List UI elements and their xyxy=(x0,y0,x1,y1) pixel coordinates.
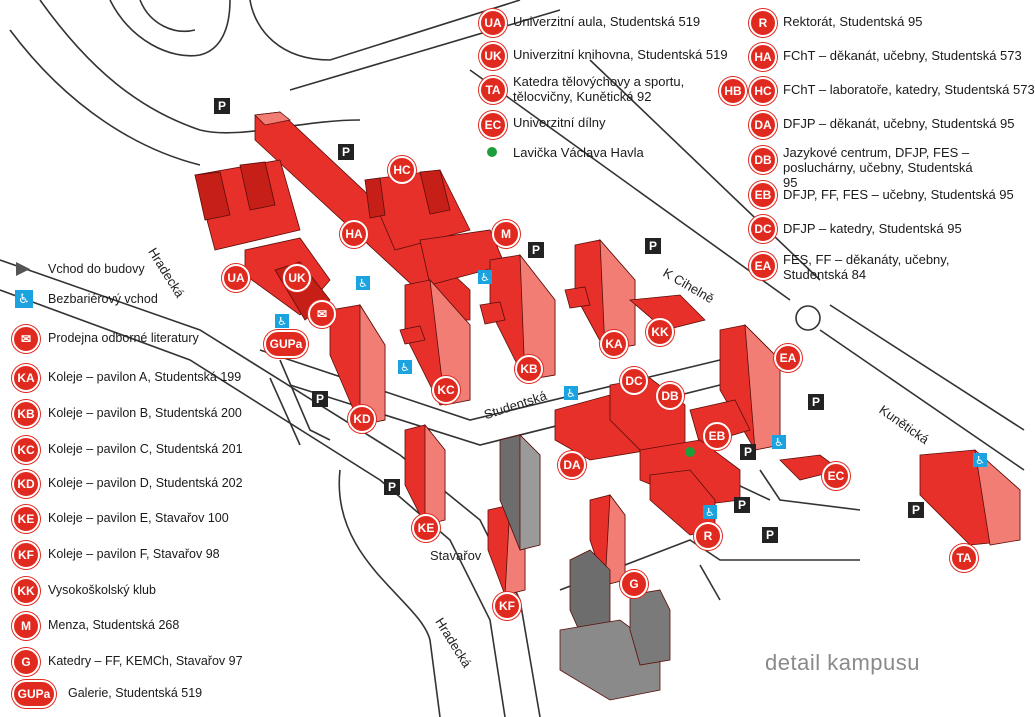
legend-label-eb: DFJP, FF, FES – učebny, Studentská 95 xyxy=(783,187,1014,202)
legend-badge-hb: HB xyxy=(719,77,747,105)
legend-label-ha: FChT – děkanát, učebny, Studentská 573 xyxy=(783,48,1022,63)
legend-label-kb: Koleje – pavilon B, Studentská 200 xyxy=(48,406,242,420)
legend-label-ec: Univerzitní dílny xyxy=(513,115,606,130)
legend-badge-dc: DC xyxy=(749,215,777,243)
marker-kb[interactable]: KB xyxy=(515,355,543,383)
marker-kk[interactable]: KK xyxy=(646,318,674,346)
legend-badge-ke: KE xyxy=(12,505,40,533)
parking-icon: P xyxy=(384,479,400,495)
wheelchair-icon: ♿ xyxy=(703,505,717,519)
marker-g[interactable]: G xyxy=(620,570,648,598)
legend-badge-r: R xyxy=(749,9,777,37)
legend-label-ea: FES, FF – děkanáty, učebny, Studentská 8… xyxy=(783,252,950,282)
legend-badge-kf: KF xyxy=(12,541,40,569)
marker-db[interactable]: DB xyxy=(656,382,684,410)
parking-icon: P xyxy=(808,394,824,410)
legend-badge-ta: TA xyxy=(479,76,507,104)
wheelchair-icon: ♿ xyxy=(478,270,492,284)
legend-label-r: Rektorát, Studentská 95 xyxy=(783,14,923,29)
legend-label-kf: Koleje – pavilon F, Stavařov 98 xyxy=(48,547,220,561)
parking-icon: P xyxy=(734,497,750,513)
legend-badge-ha: HA xyxy=(749,43,777,71)
havel-bench-marker xyxy=(685,447,695,457)
parking-icon: P xyxy=(645,238,661,254)
legend-label-uk: Univerzitní knihovna, Studentská 519 xyxy=(513,47,728,62)
parking-icon: P xyxy=(908,502,924,518)
parking-icon: P xyxy=(214,98,230,114)
legend-label-hb-hc: FChT – laboratoře, katedry, Studentská 5… xyxy=(783,82,1035,97)
legend-entrance: Vchod do budovy xyxy=(48,262,145,276)
legend-label-db: Jazykové centrum, DFJP, FES – posluchárn… xyxy=(783,145,973,190)
wheelchair-icon: ♿ xyxy=(275,314,289,328)
parking-icon: P xyxy=(740,444,756,460)
legend-badge-g: G xyxy=(12,648,40,676)
legend-label-kd: Koleje – pavilon D, Studentská 202 xyxy=(48,476,243,490)
legend-label-ua: Univerzitní aula, Studentská 519 xyxy=(513,14,701,29)
legend-badge-ea: EA xyxy=(749,252,777,280)
marker-ec[interactable]: EC xyxy=(822,462,850,490)
legend-badge-kd: KD xyxy=(12,470,40,498)
street-stavarov: Stavařov xyxy=(430,548,482,563)
marker-hc[interactable]: HC xyxy=(388,156,416,184)
legend-label-g: Katedry – FF, KEMCh, Stavařov 97 xyxy=(48,654,243,668)
legend-badge-m: M xyxy=(12,612,40,640)
legend-badge-kc: KC xyxy=(12,436,40,464)
marker-ha[interactable]: HA xyxy=(340,220,368,248)
parking-icon: P xyxy=(312,391,328,407)
marker-ka[interactable]: KA xyxy=(600,330,628,358)
legend-label-da: DFJP – děkanát, učebny, Studentská 95 xyxy=(783,116,1015,131)
legend-badge-eb: EB xyxy=(749,181,777,209)
legend-label-kk: Vysokoškolský klub xyxy=(48,583,156,597)
marker-dc[interactable]: DC xyxy=(620,367,648,395)
legend-accessible-entrance: Bezbariérový vchod xyxy=(48,292,158,306)
wheelchair-icon: ♿ xyxy=(15,290,33,308)
legend-label-kc: Koleje – pavilon C, Studentská 201 xyxy=(48,442,243,456)
legend-bookshop: Prodejna odborné literatury xyxy=(48,331,199,345)
legend-badge-uk: UK xyxy=(479,42,507,70)
legend-label-dc: DFJP – katedry, Studentská 95 xyxy=(783,221,962,236)
marker-uk[interactable]: UK xyxy=(283,264,311,292)
marker-ea[interactable]: EA xyxy=(774,344,802,372)
marker-da[interactable]: DA xyxy=(558,451,586,479)
parking-icon: P xyxy=(338,144,354,160)
wheelchair-icon: ♿ xyxy=(356,276,370,290)
book-icon: ✉ xyxy=(308,300,336,328)
marker-ke[interactable]: KE xyxy=(412,514,440,542)
legend-badge-da: DA xyxy=(749,111,777,139)
marker-ua[interactable]: UA xyxy=(222,264,250,292)
legend-label-ka: Koleje – pavilon A, Studentská 199 xyxy=(48,370,242,384)
wheelchair-icon: ♿ xyxy=(772,435,786,449)
arrow-icon xyxy=(16,262,30,276)
legend-badge-kb: KB xyxy=(12,400,40,428)
map-title: detail kampusu xyxy=(765,650,920,675)
legend-badge-kk: KK xyxy=(12,577,40,605)
legend-label-gupa: Galerie, Studentská 519 xyxy=(68,686,203,700)
marker-m[interactable]: M xyxy=(492,220,520,248)
wheelchair-icon: ♿ xyxy=(564,386,578,400)
legend-badge-ka: KA xyxy=(12,364,40,392)
wheelchair-icon: ♿ xyxy=(973,453,987,467)
legend-badge-ua: UA xyxy=(479,9,507,37)
legend-badge-db: DB xyxy=(749,146,777,174)
legend-label-m: Menza, Studentská 268 xyxy=(48,618,180,632)
legend-badge-hc: HC xyxy=(749,77,777,105)
legend-label-havel-bench: Lavička Václava Havla xyxy=(513,145,644,160)
parking-icon: P xyxy=(528,242,544,258)
legend-badge-ec: EC xyxy=(479,111,507,139)
marker-r[interactable]: R xyxy=(694,522,722,550)
legend-label-ta: Katedra tělovýchovy a sportu, tělocvičny… xyxy=(513,74,685,104)
marker-eb[interactable]: EB xyxy=(703,422,731,450)
book-icon: ✉ xyxy=(12,325,40,353)
legend-label-ke: Koleje – pavilon E, Stavařov 100 xyxy=(48,511,229,525)
legend-badge-gupa: GUPa xyxy=(12,680,56,708)
marker-kc[interactable]: KC xyxy=(432,376,460,404)
marker-ta[interactable]: TA xyxy=(950,544,978,572)
marker-gupa[interactable]: GUPa xyxy=(264,330,308,358)
wheelchair-icon: ♿ xyxy=(398,360,412,374)
parking-icon: P xyxy=(762,527,778,543)
havel-bench-legend-dot xyxy=(487,147,497,157)
marker-kf[interactable]: KF xyxy=(493,592,521,620)
marker-kd[interactable]: KD xyxy=(348,405,376,433)
